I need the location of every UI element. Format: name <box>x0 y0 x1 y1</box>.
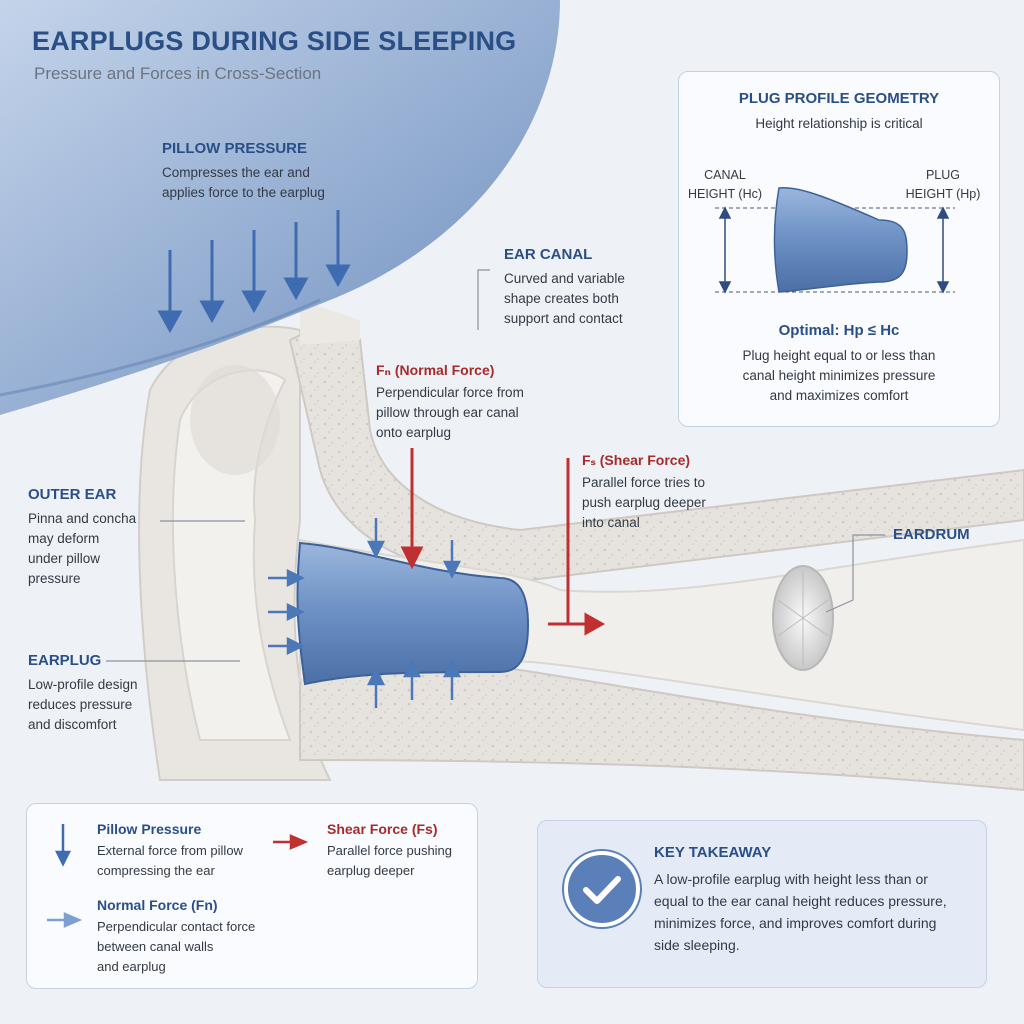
outer-ear-callout: OUTER EAR Pinna and concha may deform un… <box>28 486 136 589</box>
geometry-explanation: Plug height equal to or less than canal … <box>742 348 936 403</box>
arrow-right-icon <box>47 912 83 928</box>
normal-force-title: Fₙ (Normal Force) <box>376 362 495 378</box>
normal-force-callout: Fₙ (Normal Force) Perpendicular force fr… <box>376 362 524 443</box>
plug-geometry-panel: PLUG PROFILE GEOMETRY Height relationshi… <box>678 71 1000 427</box>
arrow-right-icon <box>273 834 309 850</box>
legend-normal: Normal Force (Fn) Perpendicular contact … <box>97 897 256 974</box>
optimal-relationship: Optimal: Hp ≤ Hc <box>778 322 900 339</box>
ear-canal-callout: EAR CANAL Curved and variable shape crea… <box>504 246 625 329</box>
ear-canal-text: Curved and variable shape creates both s… <box>504 271 625 326</box>
earplug-title: EARPLUG <box>28 652 102 669</box>
earplug-text: Low-profile design reduces pressure and … <box>28 677 138 732</box>
canal-height-label: CANAL HEIGHT (Hc) <box>687 168 763 201</box>
check-icon <box>564 851 640 927</box>
geometry-diagram <box>715 187 955 294</box>
normal-force-text: Perpendicular force from pillow through … <box>376 385 524 440</box>
takeaway-text: A low-profile earplug with height less t… <box>654 871 947 953</box>
legend-pillow: Pillow Pressure External force from pill… <box>97 821 243 878</box>
page-subtitle: Pressure and Forces in Cross-Section <box>34 64 322 83</box>
earplug-callout: EARPLUG Low-profile design reduces press… <box>28 652 138 735</box>
legend-icons <box>47 824 309 928</box>
ear-canal-title: EAR CANAL <box>504 246 593 263</box>
eardrum-label: EARDRUM <box>893 526 970 543</box>
pillow-pressure-title: PILLOW PRESSURE <box>162 140 308 157</box>
arrow-down-icon <box>54 824 72 867</box>
page-title: EARPLUGS DURING SIDE SLEEPING <box>32 26 517 56</box>
outer-ear-text: Pinna and concha may deform under pillow… <box>28 511 137 586</box>
outer-ear-title: OUTER EAR <box>28 486 117 503</box>
takeaway-title: KEY TAKEAWAY <box>654 844 772 861</box>
shear-force-callout: Fₛ (Shear Force) Parallel force tries to… <box>582 452 706 533</box>
pillow-pressure-callout: PILLOW PRESSURE Compresses the ear and a… <box>162 140 325 203</box>
key-takeaway-panel: KEY TAKEAWAY A low-profile earplug with … <box>537 820 987 988</box>
geometry-subtitle: Height relationship is critical <box>755 116 923 131</box>
legend-panel: Pillow Pressure External force from pill… <box>26 803 478 989</box>
geometry-title: PLUG PROFILE GEOMETRY <box>738 90 940 107</box>
shear-force-title: Fₛ (Shear Force) <box>582 452 691 468</box>
plug-height-label: PLUG HEIGHT (Hp) <box>905 168 981 201</box>
legend-shear: Shear Force (Fs) Parallel force pushing … <box>327 821 453 878</box>
pillow-pressure-arrows <box>157 210 351 334</box>
shear-force-text: Parallel force tries to push earplug dee… <box>582 475 706 530</box>
pillow-pressure-text: Compresses the ear and applies force to … <box>162 165 325 200</box>
